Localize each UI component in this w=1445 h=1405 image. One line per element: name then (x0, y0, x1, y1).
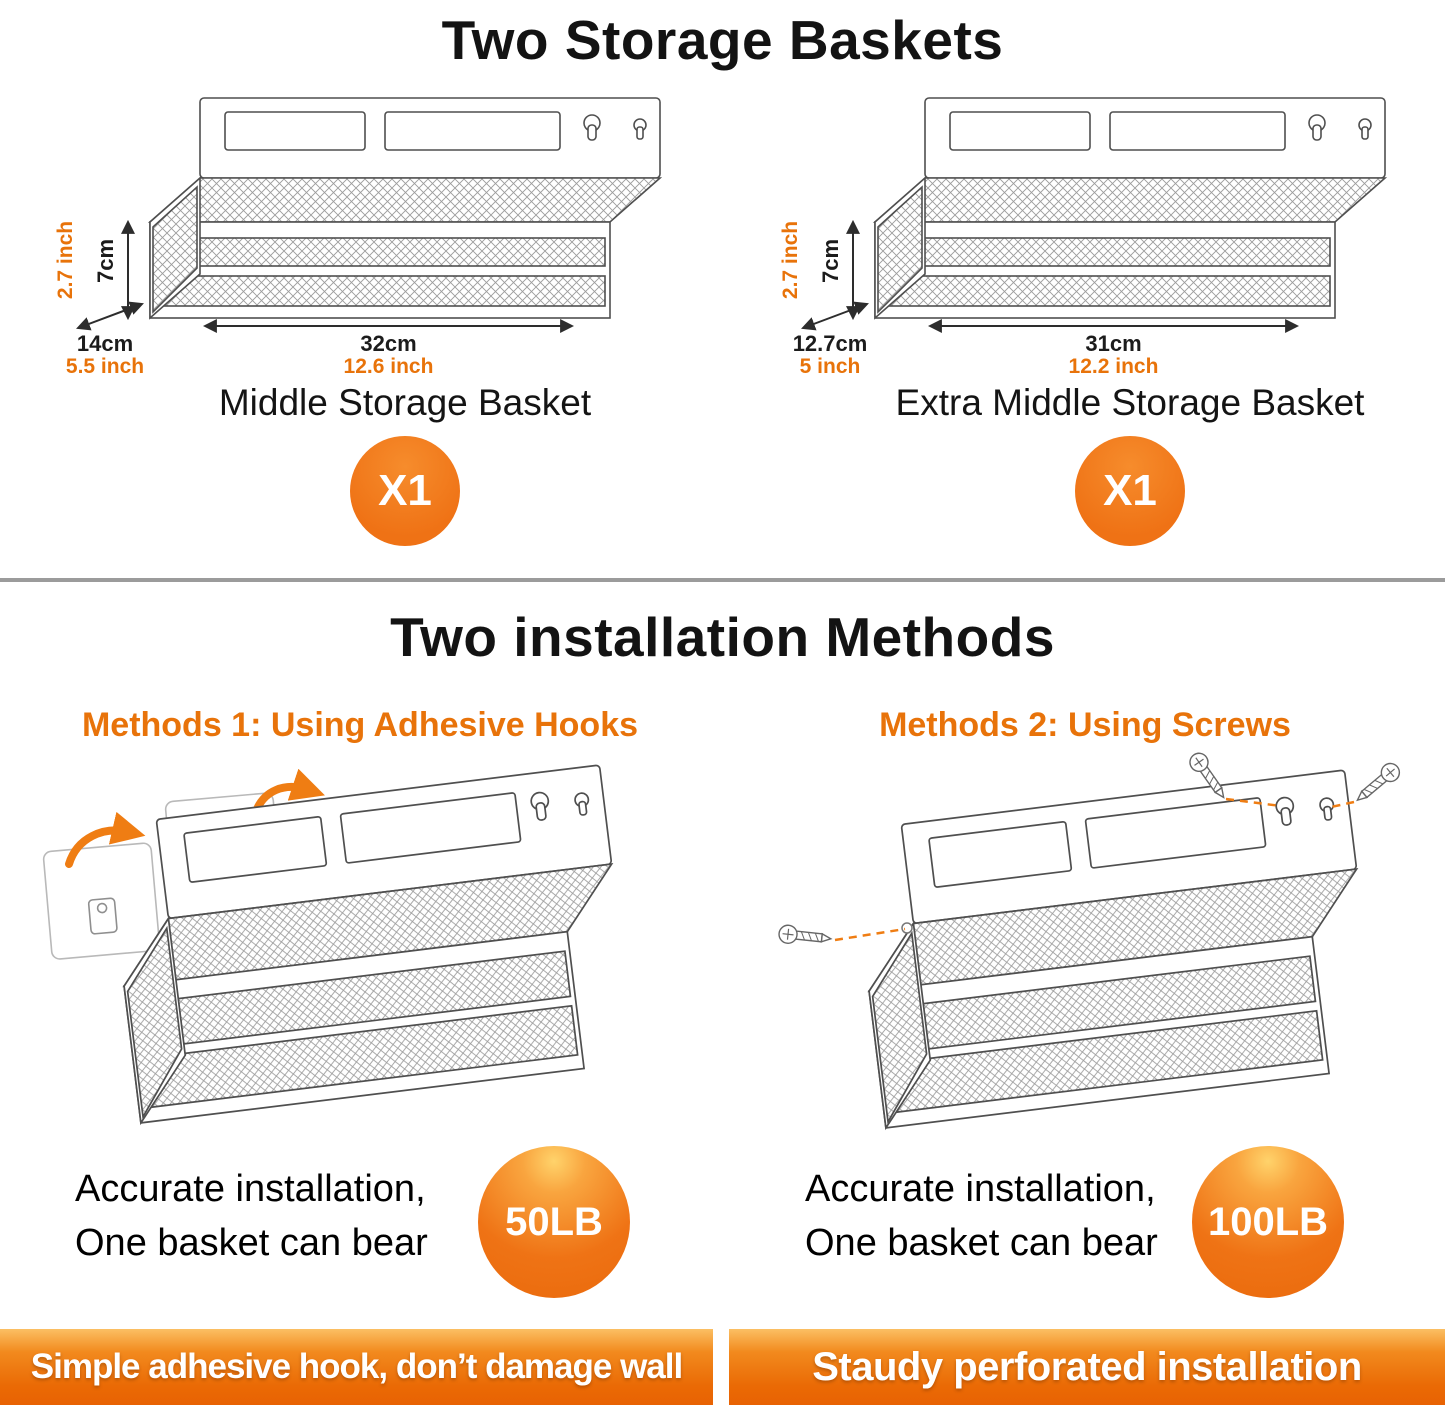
curved-arrow-icon (65, 811, 146, 868)
method1-banner: Simple adhesive hook, don’t damage wall (0, 1329, 713, 1405)
basket2-depth-cm-label: 12.7cm (792, 331, 868, 356)
screw-guide-line (834, 927, 906, 942)
section1-title: Two Storage Baskets (441, 9, 1004, 71)
basket2-name: Extra Middle Storage Basket (895, 382, 1365, 423)
wire-basket-icon (848, 769, 1382, 1129)
basket1-height-inch-label: 2.7 inch (54, 220, 77, 300)
depth-dimension-arrow (76, 301, 144, 331)
screw-icon (777, 923, 833, 949)
method2-capacity-line2: One basket can bear (805, 1222, 1158, 1264)
basket1-width-inch-label: 12.6 inch (343, 355, 434, 378)
screw-guide-line (1330, 800, 1355, 809)
method1-title: Methods 1: Using Adhesive Hooks (81, 706, 639, 744)
basket1-depth-inch-label: 5.5 inch (65, 355, 145, 378)
section-divider (0, 578, 1445, 582)
basket1-name: Middle Storage Basket (218, 382, 592, 423)
basket1-figure: 2.7 inch 7cm 14cm 5.5 inch 32cm 12.6 inc… (20, 92, 700, 392)
section2-title: Two installation Methods (390, 606, 1055, 668)
basket2-figure: 2.7 inch 7cm 12.7cm 5 inch 31cm 12.2 inc… (745, 92, 1425, 392)
basket1-qty-badge: X1 (350, 436, 460, 546)
basket2-height-cm-label: 7cm (818, 238, 843, 284)
method1-figure (25, 752, 675, 1172)
basket2-qty-badge: X1 (1075, 436, 1185, 546)
method2-banner: Staudy perforated installation (729, 1329, 1445, 1405)
method2-figure (755, 752, 1415, 1172)
screw-hole-icon (901, 922, 913, 934)
basket2-width-cm-label: 31cm (1085, 331, 1142, 356)
method1-capacity-badge: 50LB (478, 1146, 630, 1298)
screw-guide-line (1225, 797, 1282, 808)
method1-capacity-line2: One basket can bear (75, 1222, 428, 1264)
basket1-width-cm-label: 32cm (360, 331, 417, 356)
basket1-height-cm-label: 7cm (93, 238, 118, 284)
storage-basket-illustration (801, 97, 1386, 333)
wire-basket-icon (103, 764, 637, 1124)
screw-icon (1350, 759, 1404, 808)
screws-installation-illustration (777, 752, 1404, 1129)
method2-capacity-line1: Accurate installation, (805, 1168, 1156, 1210)
wire-basket-icon (149, 97, 661, 319)
method1-capacity-line1: Accurate installation, (75, 1168, 426, 1210)
storage-basket-illustration (76, 97, 661, 333)
basket2-depth-inch-label: 5 inch (799, 355, 861, 378)
basket2-width-inch-label: 12.2 inch (1068, 355, 1159, 378)
adhesive-pad-icon (42, 841, 161, 961)
depth-dimension-arrow (801, 301, 869, 331)
wire-basket-icon (874, 97, 1386, 319)
basket2-height-inch-label: 2.7 inch (779, 220, 802, 300)
method2-title: Methods 2: Using Screws (879, 706, 1291, 744)
method2-capacity-badge: 100LB (1192, 1146, 1344, 1298)
basket1-depth-cm-label: 14cm (76, 331, 134, 356)
adhesive-hooks-installation-illustration (42, 764, 637, 1124)
